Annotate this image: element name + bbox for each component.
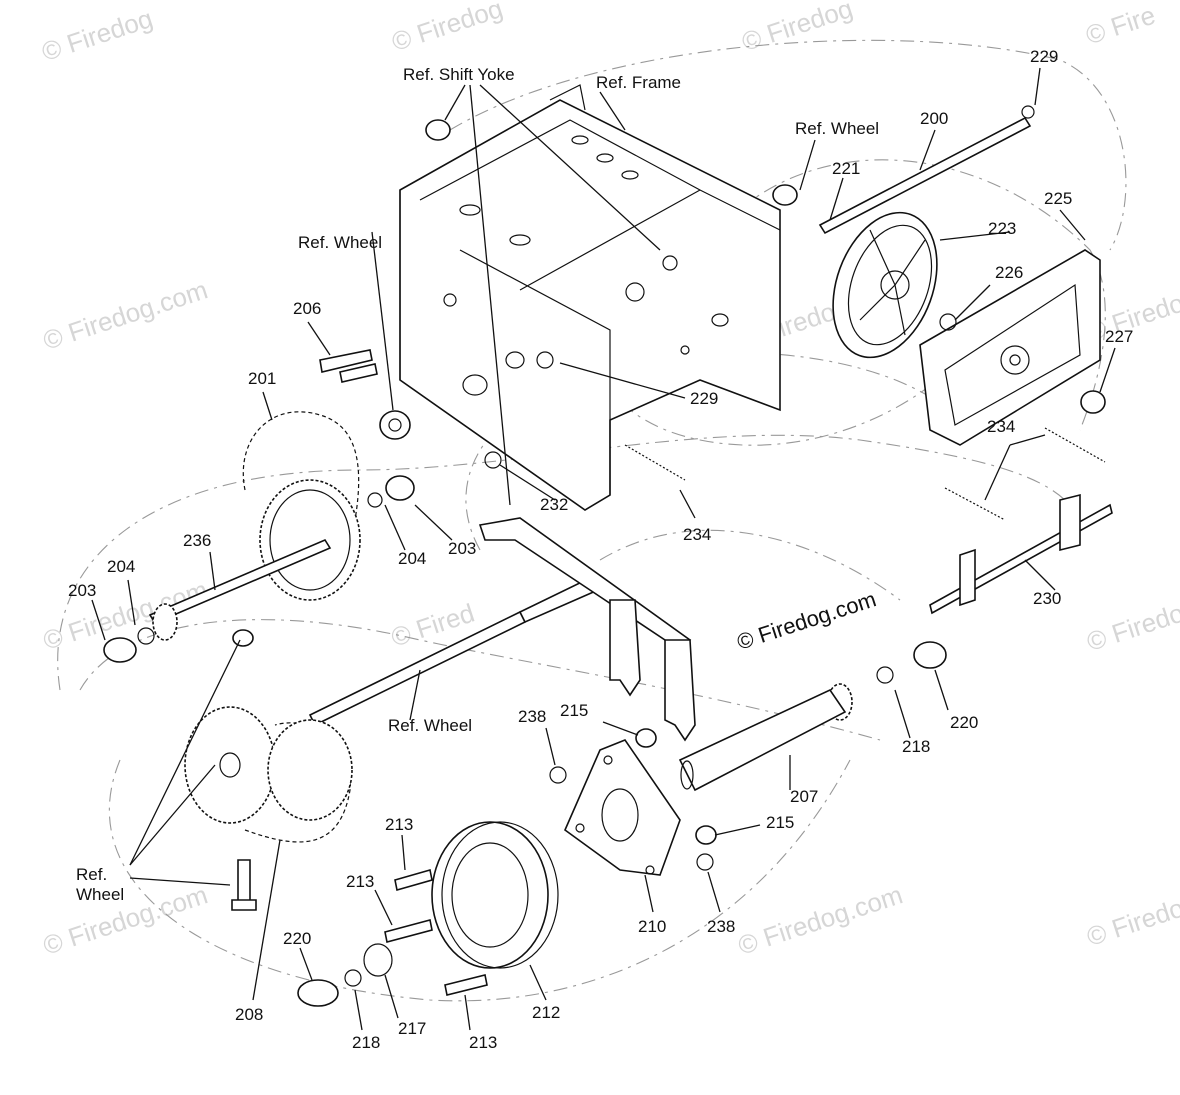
- bushing: [379, 119, 798, 440]
- part-label: 227: [1105, 327, 1133, 346]
- part-label: 230: [1033, 589, 1061, 608]
- pulley-223: [832, 211, 938, 359]
- part-label: 232: [540, 495, 568, 514]
- part-label: 206: [293, 299, 321, 318]
- ref-wheel-left-label: Ref. Wheel: [298, 233, 382, 252]
- bolt-vertical: [231, 859, 257, 911]
- center-watermark: © Firedog.com: [734, 586, 879, 654]
- part-label: 215: [766, 813, 794, 832]
- nut-215: [549, 728, 717, 871]
- part-label: 201: [248, 369, 276, 388]
- ring-217: [297, 943, 393, 1007]
- ref-shift-yoke-label: Ref. Shift Yoke: [403, 65, 515, 84]
- bolt-213: [384, 868, 488, 996]
- shaft-207: [678, 688, 847, 792]
- part-label: 203: [448, 539, 476, 558]
- ref-wheel-bottom-label: Wheel: [76, 885, 124, 904]
- bolt-206: [319, 349, 378, 383]
- part-label: 225: [1044, 189, 1072, 208]
- frame-assembly: [399, 84, 781, 511]
- nut-227: [1080, 390, 1106, 414]
- part-label: 204: [107, 557, 135, 576]
- part-label: 229: [690, 389, 718, 408]
- part-label: 223: [988, 219, 1016, 238]
- washer: [103, 255, 957, 684]
- ref-wheel-bottom-label: Ref.: [76, 865, 107, 884]
- plate-225: [919, 249, 1101, 446]
- part-label: 217: [398, 1019, 426, 1038]
- part-label: 234: [683, 525, 711, 544]
- wheel-axle: [308, 576, 600, 727]
- part-label: 220: [950, 713, 978, 732]
- part-label: 213: [469, 1033, 497, 1052]
- part-label: 229: [1030, 47, 1058, 66]
- shift-bar: [478, 517, 696, 742]
- ref-frame-label: Ref. Frame: [596, 73, 681, 92]
- part-label: 226: [995, 263, 1023, 282]
- part-label: 220: [283, 929, 311, 948]
- part-label: 200: [920, 109, 948, 128]
- part-label: 236: [183, 531, 211, 550]
- leader-lines: [91, 67, 1116, 1031]
- spring-234: [624, 427, 1106, 521]
- axle-200: [818, 105, 1035, 235]
- part-label: 238: [707, 917, 735, 936]
- part-label: 208: [235, 1005, 263, 1024]
- bracket-210: [564, 739, 681, 876]
- ref-wheel-axle-label: Ref. Wheel: [388, 716, 472, 735]
- part-label: 204: [398, 549, 426, 568]
- part-label: 203: [68, 581, 96, 600]
- part-label: 218: [352, 1033, 380, 1052]
- part-label: 215: [560, 701, 588, 720]
- ref-wheel-top-label: Ref. Wheel: [795, 119, 879, 138]
- part-label: 221: [832, 159, 860, 178]
- nut: [232, 629, 254, 647]
- part-label: 212: [532, 1003, 560, 1022]
- sprocket: [259, 479, 361, 601]
- part-label: 234: [987, 417, 1015, 436]
- sprocket-lower: [184, 706, 353, 843]
- part-label: 238: [518, 707, 546, 726]
- drum-212: [431, 821, 559, 969]
- part-label: 213: [346, 872, 374, 891]
- chain-201: [242, 411, 360, 521]
- part-label: 210: [638, 917, 666, 936]
- part-label: 218: [902, 737, 930, 756]
- part-label: 207: [790, 787, 818, 806]
- rod-230: [929, 493, 1113, 615]
- part-label: 213: [385, 815, 413, 834]
